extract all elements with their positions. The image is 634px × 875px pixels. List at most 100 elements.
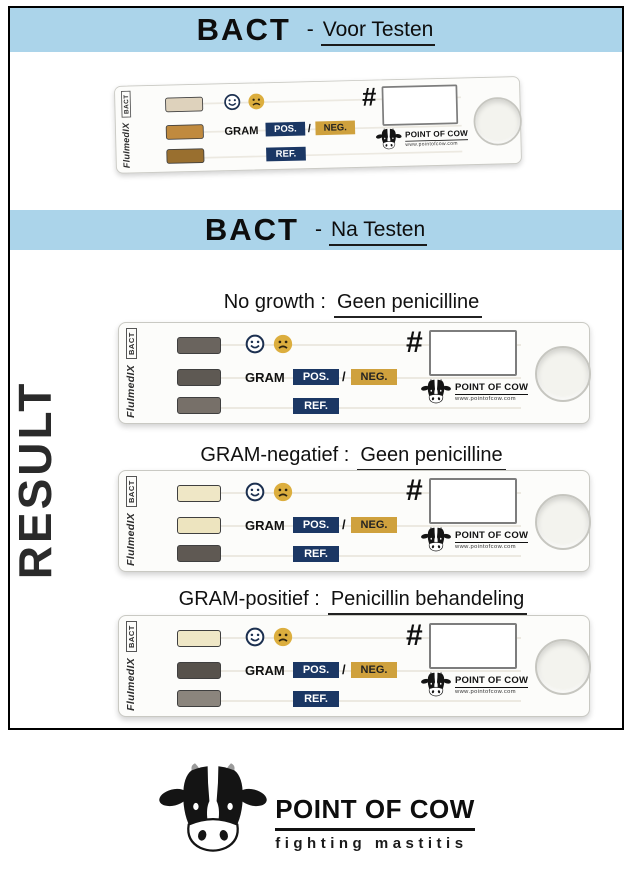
- growth-window: [177, 630, 221, 647]
- header-title: BACT: [204, 212, 299, 247]
- smiley-icon: [245, 627, 265, 647]
- ref-window: [177, 397, 221, 414]
- ref-window: [177, 545, 221, 562]
- test-strip-gram-positive: FluImedIX BACT # GRAM POS. / NEG. REF. P…: [118, 615, 591, 717]
- brand-tag: BACT: [120, 90, 131, 118]
- gram-pos-badge: POS.: [265, 121, 306, 137]
- brand-tag: BACT: [125, 621, 137, 652]
- ref-badge: REF.: [293, 546, 339, 562]
- test-strip-gram-negative: FluImedIX BACT # GRAM POS. / NEG. REF. P…: [118, 470, 591, 572]
- result-label-no-growth: No growth : Geen penicilline: [118, 291, 588, 318]
- strip-logo: POINT OF COW www.pointofcow.com: [421, 378, 529, 406]
- frowny-icon: [273, 334, 293, 354]
- strip-logo-title: POINT OF COW: [455, 530, 529, 543]
- smiley-icon: [223, 93, 241, 111]
- sample-well: [473, 96, 523, 147]
- capillary-channel: [221, 637, 521, 639]
- growth-window: [165, 96, 204, 113]
- capillary-channel: [221, 407, 521, 409]
- result-treatment: Geen penicilline: [333, 291, 483, 318]
- growth-window: [177, 485, 221, 502]
- ref-window: [166, 148, 205, 164]
- gram-label: GRAM: [245, 663, 285, 678]
- capillary-channel: [221, 555, 521, 557]
- brand-tag: BACT: [125, 328, 137, 359]
- header-subtitle-text: Voor Testen: [320, 18, 436, 46]
- header-after-testing: BACT - Na Testen: [10, 210, 622, 250]
- gram-label: GRAM: [245, 370, 285, 385]
- header-subtitle: - Voor Testen: [307, 18, 436, 46]
- strip-logo-title: POINT OF COW: [404, 128, 469, 142]
- strip-logo-url: www.pointofcow.com: [405, 141, 458, 148]
- sample-number-box: [429, 478, 517, 524]
- smiley-icon: [245, 334, 265, 354]
- result-label-gram-positive: GRAM-positief : Penicillin behandeling: [118, 588, 588, 615]
- ref-badge: REF.: [293, 691, 339, 707]
- result-name: GRAM-negatief :: [200, 444, 350, 466]
- strip-logo-url: www.pointofcow.com: [455, 544, 517, 550]
- strip-brand: FluImedIX BACT: [123, 475, 139, 567]
- header-title: BACT: [196, 12, 291, 47]
- cow-icon: [376, 127, 402, 152]
- gram-neg-badge: NEG.: [315, 120, 356, 136]
- sample-number-box: [429, 330, 517, 376]
- gram-pos-badge: POS.: [293, 662, 339, 678]
- gram-pos-badge: POS.: [293, 517, 339, 533]
- strip-logo-title: POINT OF COW: [455, 382, 529, 395]
- header-subtitle: - Na Testen: [314, 218, 428, 246]
- slash: /: [342, 369, 346, 384]
- slash: /: [342, 517, 346, 532]
- growth-window: [177, 337, 221, 354]
- capillary-channel: [221, 344, 521, 346]
- header-dash: -: [306, 18, 314, 41]
- brand-name: FluImedIX: [125, 364, 137, 418]
- result-name: GRAM-positief :: [178, 588, 320, 610]
- header-dash: -: [314, 218, 322, 241]
- gram-pos-badge: POS.: [293, 369, 339, 385]
- brand-tag: BACT: [125, 476, 137, 507]
- frowny-icon: [248, 93, 266, 111]
- gram-label: GRAM: [245, 518, 285, 533]
- sample-well: [535, 346, 591, 402]
- frowny-icon: [273, 482, 293, 502]
- sample-number-hash: #: [406, 619, 423, 652]
- sample-number-box: [429, 623, 517, 669]
- gram-window: [165, 124, 204, 140]
- sample-well: [535, 494, 591, 550]
- strip-brand: FluImedIX BACT: [118, 90, 134, 169]
- slash: /: [307, 121, 312, 135]
- slash: /: [342, 662, 346, 677]
- sample-number-hash: #: [406, 326, 423, 359]
- footer-divider: [275, 828, 475, 831]
- header-subtitle-text: Na Testen: [328, 218, 428, 246]
- capillary-channel: [221, 492, 521, 494]
- result-label-gram-negative: GRAM-negatief : Geen penicilline: [118, 444, 588, 471]
- capillary-channel: [221, 700, 521, 702]
- gram-window: [177, 517, 221, 534]
- gram-label: GRAM: [224, 123, 259, 138]
- sample-number-hash: #: [406, 474, 423, 507]
- strip-logo: POINT OF COW www.pointofcow.com: [421, 671, 529, 699]
- strip-brand: FluImedIX BACT: [123, 620, 139, 712]
- result-name: No growth :: [223, 291, 326, 313]
- footer-logo-title: POINT OF COW: [275, 794, 475, 824]
- brand-name: FluImedIX: [125, 512, 137, 566]
- brand-name: FluImedIX: [120, 122, 133, 169]
- ref-badge: REF.: [266, 146, 306, 162]
- gram-window: [177, 369, 221, 386]
- capillary-channel: [204, 150, 463, 159]
- gram-neg-badge: NEG.: [351, 517, 397, 533]
- header-before-testing: BACT - Voor Testen: [10, 8, 622, 52]
- ref-window: [177, 690, 221, 707]
- sample-well: [535, 639, 591, 695]
- footer-logo: POINT OF COW fighting mastitis: [0, 760, 634, 862]
- result-treatment: Geen penicilline: [357, 444, 506, 471]
- strip-brand: FluImedIX BACT: [123, 327, 139, 419]
- frowny-icon: [273, 627, 293, 647]
- smiley-icon: [245, 482, 265, 502]
- strip-logo-title: POINT OF COW: [455, 675, 529, 688]
- result-treatment: Penicillin behandeling: [327, 588, 528, 615]
- strip-logo-url: www.pointofcow.com: [455, 396, 517, 402]
- cow-icon: [421, 671, 451, 699]
- ref-badge: REF.: [293, 398, 339, 414]
